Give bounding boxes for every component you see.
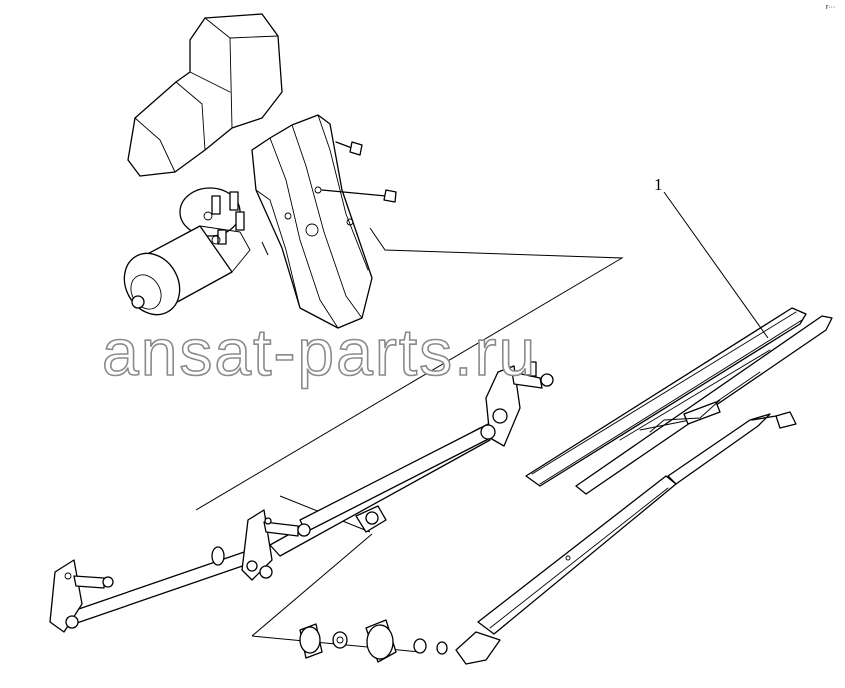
bracket-screw: [321, 141, 397, 203]
motor-cover: [127, 13, 283, 177]
motor-bracket: [251, 114, 373, 329]
callout-label: 1: [654, 175, 663, 194]
wiper-motor: [123, 187, 251, 316]
corner-mark: r···: [826, 4, 835, 11]
group-leader-lines: [195, 227, 624, 653]
callout-leader-line: [663, 191, 769, 339]
wiper-arm: [455, 411, 797, 665]
watermark-text: ansat-parts.ru: [102, 315, 537, 389]
wiper-blade: [525, 307, 833, 495]
spindle-hardware: [299, 619, 448, 663]
wiper-linkage: [49, 361, 554, 633]
